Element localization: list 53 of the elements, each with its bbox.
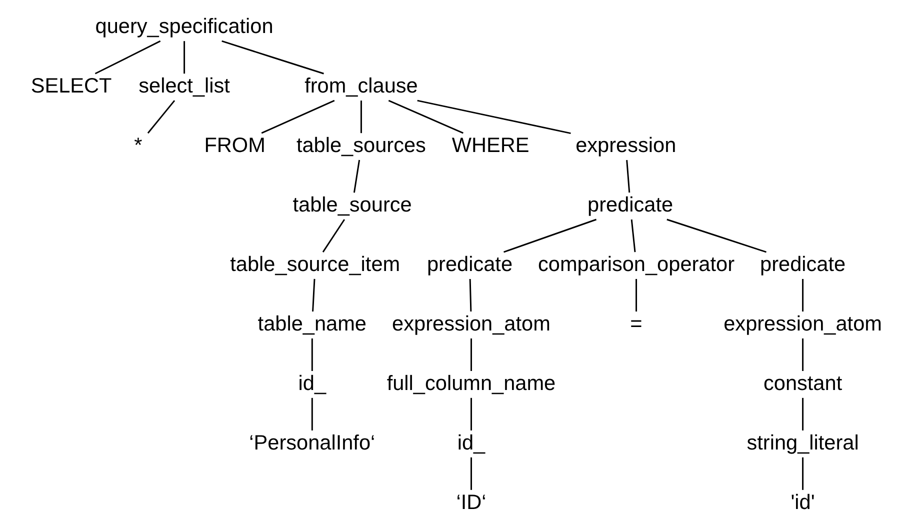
connector: [626, 160, 630, 193]
node-text: select_list: [138, 74, 230, 98]
node-text: id_: [457, 431, 486, 454]
connector: [261, 100, 335, 134]
node-text: comparison_operator: [538, 253, 735, 276]
connector: [312, 278, 316, 312]
node-text: WHERE: [452, 134, 530, 158]
node-text: query_specification: [95, 15, 274, 38]
connector: [94, 40, 161, 74]
node-text: FROM: [204, 134, 266, 158]
node-text: ‘PersonalInfo‘: [249, 431, 376, 454]
node-text: SELECT: [30, 74, 112, 98]
connector: [222, 40, 324, 74]
connector: [504, 218, 597, 253]
node-text: from_clause: [304, 74, 418, 98]
connector: [802, 398, 804, 430]
connector: [802, 457, 804, 490]
connector: [322, 219, 346, 252]
connector: [470, 338, 472, 371]
node-text: expression_atom: [392, 312, 550, 336]
connector: [470, 398, 472, 430]
node-text: expression: [576, 134, 676, 158]
node-text: table_source: [292, 194, 412, 217]
node-text: constant: [763, 372, 842, 395]
node-text: table_name: [258, 312, 366, 336]
connector: [360, 100, 362, 134]
node-text: ‘ID‘: [456, 490, 486, 514]
node-text: predicate: [426, 253, 513, 276]
node-text: 'id': [790, 490, 815, 514]
connector: [417, 100, 571, 134]
node-text: =: [630, 312, 642, 336]
connector: [147, 100, 176, 134]
connector: [802, 338, 804, 371]
node-text: full_column_name: [386, 372, 556, 395]
node-text: id_: [298, 372, 326, 395]
connector: [311, 338, 313, 371]
connector: [311, 398, 313, 430]
connector: [802, 278, 804, 312]
connector: [388, 100, 464, 134]
node-text: string_literal: [746, 431, 859, 454]
connector: [630, 219, 636, 252]
connector: [470, 457, 472, 490]
node-text: table_sources: [296, 134, 426, 158]
connector: [184, 41, 186, 74]
node-text: *: [134, 134, 142, 158]
node-text: predicate: [760, 253, 846, 276]
connector: [666, 218, 766, 253]
node-text: predicate: [588, 194, 674, 217]
connector: [636, 278, 638, 312]
connector: [353, 160, 360, 193]
node-text: table_source_item: [230, 253, 400, 276]
connector: [469, 278, 472, 312]
node-text: expression_atom: [724, 312, 882, 336]
